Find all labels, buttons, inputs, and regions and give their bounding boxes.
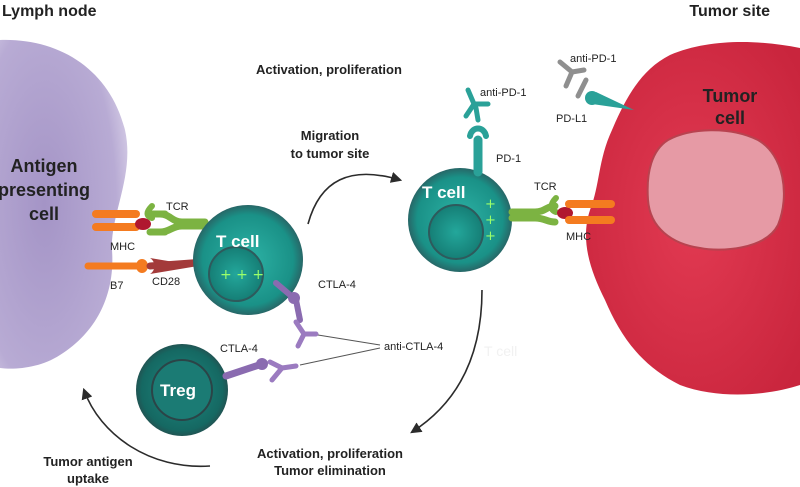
anti-ctla4-antibody-1 [293,319,319,349]
mhc-left-receptor [92,210,151,231]
b7-ligand [84,259,148,273]
pd1-receptor [467,125,489,177]
migration-label-line1: Migration [301,128,360,143]
activation-top-label: Activation, proliferation [256,62,402,77]
svg-text:+ + +: + + + [220,267,264,283]
tumor-nucleus [646,129,785,251]
uptake-label-line2: uptake [67,471,109,486]
migration-arrow [307,172,403,225]
ctla4-treg-receptor [222,358,268,380]
ghost-t-cell-label: T cell [484,343,517,359]
treg-label: Treg [160,381,196,400]
activation-bottom-label-line1: Activation, proliferation [257,446,403,461]
t-cell-left-label: T cell [216,232,259,251]
svg-text:+: + [485,197,496,212]
anti-ctla4-antibody-2 [267,359,299,383]
svg-text:+: + [485,213,496,228]
activation-arrow [410,289,483,434]
anti-pd1-tcell-label: anti-PD-1 [480,87,526,99]
tcr-left-receptor [144,203,209,236]
anti-pd1-tumor-antibody [557,59,589,99]
anti-ctla4-label: anti-CTLA-4 [384,341,443,353]
treg-cell [136,344,228,436]
apc-label-line3: cell [29,204,59,224]
t-cell-right: + + + [408,168,512,272]
tcr-right-receptor [508,195,559,226]
tcr-left-label: TCR [166,201,189,213]
tcr-right-label: TCR [534,181,557,193]
tumor-site-header: Tumor site [689,3,770,20]
t-cell-left: + + + [193,205,303,315]
tumor-label-line1: Tumor [703,86,758,106]
ctla4-treg-label: CTLA-4 [220,343,258,355]
apc-label-line1: Antigen [11,156,78,176]
uptake-label-line1: Tumor antigen [43,454,132,469]
mhc-right-label: MHC [566,231,591,243]
anti-pd1-tcell-antibody [463,87,491,123]
tumor-label-line2: cell [715,108,745,128]
mhc-left-label: MHC [110,241,135,253]
pd1-label: PD-1 [496,153,521,165]
b7-label: B7 [110,280,123,292]
activation-bottom-label-line2: Tumor elimination [274,463,386,478]
t-cell-right-label: T cell [422,183,465,202]
anti-ctla4-leader-2 [299,347,381,366]
ctla4-tcell-label: CTLA-4 [318,279,356,291]
lymph-node-header: Lymph node [2,3,97,20]
pdl1-ligand [585,91,634,110]
svg-text:+: + [485,229,496,244]
cd28-label: CD28 [152,276,180,288]
ctla4-tcell-receptor [273,280,303,323]
antigen-presenting-cell [0,39,128,369]
apc-label-line2: presenting [0,180,90,200]
anti-ctla4-leader-1 [317,334,381,346]
uptake-arrow [81,387,211,468]
mhc-right-receptor [557,200,615,224]
pdl1-label: PD-L1 [556,113,587,125]
anti-pd1-tumor-label: anti-PD-1 [570,53,616,65]
migration-label-line2: to tumor site [291,146,370,161]
